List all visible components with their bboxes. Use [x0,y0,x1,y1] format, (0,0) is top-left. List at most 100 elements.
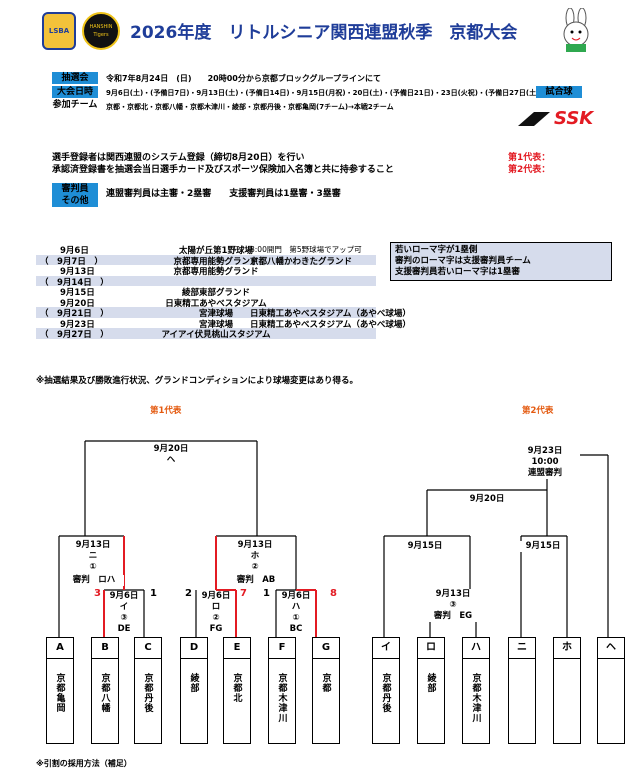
match-ro: 9月6日 ロ ② FG [199,591,233,635]
score: 8 [330,588,337,599]
team-code: C [135,638,161,659]
league-logo-text: LSBA [48,27,70,35]
schedule-venue: 京都専用能勢グランド [173,267,259,277]
schedule-venue: 宮津球場 [198,319,233,330]
rep2-label: 第2代表： [508,165,551,175]
team-code: ホ [554,638,580,659]
umpire-label-1: 審判員 [61,184,89,194]
match-right-mid-date: 9月13日 [435,589,471,599]
team-code: ヘ [598,638,624,659]
rabbit-mascot [556,8,596,52]
schedule-row: （ 9月27日 ） アイアイ伏見桃山スタジアム [36,328,376,340]
score: 2 [185,588,192,599]
schedule-date: 9月23日 [60,319,95,330]
match-ni-code: ニ [88,551,98,561]
match-i: 9月6日 イ ③ DE [107,591,141,635]
dates-label: 大会日時 [52,86,98,98]
match-ha-num: ① [292,613,300,623]
rules-line-1: 選手登録者は関西連盟のシステム登録（締切8月20日）を行い [52,153,305,163]
match-ho-umpire: 審判 AB [226,575,286,586]
ssk-brand: SSK [554,108,594,129]
schedule-row: 9月23日宮津球場日東精工あやべスタジアム（あやべ球場） [36,318,436,330]
schedule-note: 京都八幡かわきたグランド [250,256,353,267]
schedule-date: 9月20日 [60,298,95,309]
league-logo: LSBA [42,12,76,50]
final2-label: 9月23日 10:00 連盟審判 [510,446,580,479]
match-i-umpire: DE [117,624,131,634]
score: 1 [263,588,270,599]
team-box: イ京都丹後 [372,637,400,744]
team-name: 京都北 [231,673,242,703]
umpire-note: 審判のローマ字は支援審判員チーム [395,256,531,266]
final1-code: ヘ [166,455,176,465]
team-name: 京都八幡 [99,673,110,713]
match-ho-code: ホ [250,551,260,561]
final2-date: 9月23日 [527,446,563,456]
team-box: ハ京都木津川 [462,637,490,744]
schedule-date: （ 9月7日 ） [40,256,103,267]
final1-date: 9月20日 [153,444,189,454]
team-code: E [224,638,250,659]
match-ro-num: ② [212,613,220,623]
match-ho-num: ② [251,562,259,572]
bracket-rep1-label: 第1代表 [150,406,182,416]
team-code: D [181,638,207,659]
final2-time: 10:00 [531,457,559,467]
schedule-venue: 京都専用能勢グランド [173,256,259,267]
schedule-date: （ 9月27日 ） [40,330,109,340]
match-ni-umpire: 審判 ロハ [64,575,124,586]
schedule-note: 日東精工あやべスタジアム（あやべ球場） [250,309,411,319]
team-box: G 京都 [312,637,340,744]
schedule-row: 9月15日 綾部東部グランド [36,286,436,298]
match-ni-date: 9月13日 [75,540,111,550]
team-name: 京都亀岡 [54,673,65,713]
schedule-venue: アイアイ伏見桃山スタジアム [161,330,271,340]
umpire-text: 連盟審判員は主審・2塁審 支援審判員は1塁審・3塁審 [106,189,341,199]
match-right-mid-num: ③ [449,600,457,610]
match-ha: 9月6日 ハ ① BC [279,591,313,635]
team-name: 京都丹後 [380,673,391,713]
team-box: ホ [553,637,581,744]
ssk-mark-icon [518,112,550,126]
match-right-right-date: 9月15日 [520,541,566,552]
schedule-row: （ 9月21日 ）宮津球場日東精工あやべスタジアム（あやべ球場） [36,307,411,319]
match-i-code: イ [119,602,129,612]
team-box: ニ [508,637,536,744]
tigers-logo-text: HANSHIN Tigers [89,24,113,38]
team-name: 京都木津川 [276,673,287,723]
winner-lines [103,536,317,637]
tigers-logo: HANSHIN Tigers [82,12,120,50]
page-title: 2026年度 リトルシニア関西連盟秋季 京都大会 [130,23,518,43]
match-right-mid-umpire: 審判 EG [433,611,473,621]
teams-label: 参加チーム [52,100,98,110]
score: 7 [240,588,247,599]
team-box: ロ綾部 [417,637,445,744]
match-ha-date: 9月6日 [281,591,311,601]
team-code: イ [373,638,399,659]
match-ha-code: ハ [291,602,301,612]
match-ho-date: 9月13日 [237,540,273,550]
team-code: ロ [418,638,444,659]
team-box: E 京都北 [223,637,251,744]
lottery-label: 抽選会 [52,72,98,84]
team-name: 綾部 [425,673,436,693]
schedule-venue: 太陽が丘第1野球場 [179,246,253,256]
schedule-note: 8:00開門 第5野球場でアップ可 [250,245,362,254]
team-code: G [313,638,339,659]
schedule-row: （ 9月14日 ） [36,275,376,288]
schedule-date: 9月15日 [60,288,95,298]
schedule-venue: 日東精工あやべスタジアム [165,298,267,309]
schedule-venue: 宮津球場 [198,309,233,319]
team-code: F [269,638,295,659]
team-name: 京都 [320,673,331,693]
team-name: 京都木津川 [470,673,481,723]
semi2-date: 9月20日 [462,494,512,505]
schedule-venue: 綾部東部グランド [181,288,250,298]
teams-text: 京都・京都北・京都八幡・京都木津川・綾部・京都丹後・京都亀岡(7チーム)→本戦2… [106,103,394,111]
match-ro-umpire: FG [209,624,223,634]
